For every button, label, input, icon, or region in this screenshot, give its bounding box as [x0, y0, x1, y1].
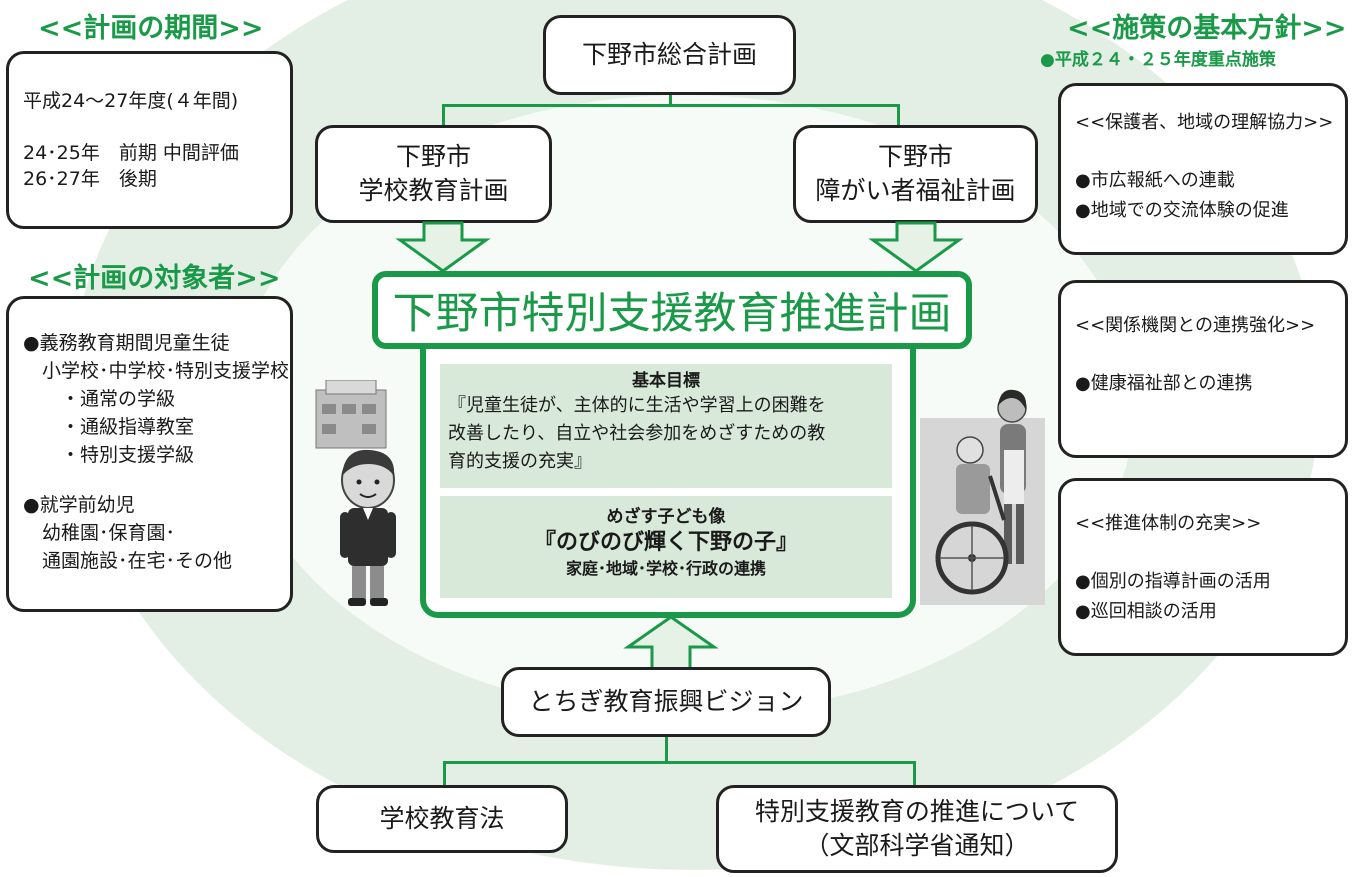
policy-title: <<関係機関との連携強化>>: [1075, 315, 1316, 336]
welfare-plan-line1: 下野市: [877, 142, 953, 171]
school-education-plan-box: 下野市 学校教育計画: [315, 125, 552, 223]
policy-spacer: [1075, 138, 1345, 166]
mext-notice-box: 特別支援教育の推進について （文部科学省通知）: [716, 785, 1118, 873]
wheelchair-icon: [935, 436, 1009, 595]
policy-box-understanding: <<保護者、地域の理解協力>> ●市広報紙への連載 ●地域での交流体験の促進: [1058, 83, 1348, 255]
target-heading: <<計画の対象者>>: [28, 263, 281, 294]
period-spacer: [23, 114, 290, 140]
general-plan-box: 下野市総合計画: [543, 15, 796, 95]
connector-line: [442, 104, 445, 127]
student-illustration: [315, 380, 396, 606]
general-plan-label: 下野市総合計画: [581, 40, 757, 69]
connector-line: [897, 104, 900, 127]
notice-line1: 特別支援教育の推進について: [754, 797, 1080, 826]
policy-box-cooperation: <<関係機関との連携強化>> ●健康福祉部との連携: [1058, 280, 1348, 458]
up-arrow: [623, 615, 719, 675]
connector-line: [443, 761, 446, 787]
child-image-motto: 『のびのび輝く下野の子』: [533, 530, 798, 555]
boy-icon: [340, 449, 396, 606]
welfare-plan-line2: 障がい者福祉計画: [815, 176, 1016, 205]
policy-subheading: ●平成２４・２５年度重点施策: [1040, 50, 1276, 70]
down-arrow-right: [868, 221, 964, 273]
period-box: 平成24～27年度(４年間) 24･25年 前期 中間評価 26･27年 後期: [6, 51, 293, 229]
connector-line: [913, 761, 916, 787]
period-line: 26･27年 後期: [23, 168, 157, 190]
target-line: ●就学前幼児: [23, 494, 135, 516]
policy-item: ●巡回相談の活用: [1075, 601, 1217, 622]
basic-goal-panel: 基本目標 『児童生徒が、主体的に生活や学習上の困難を 改善したり、自立や社会参加…: [440, 364, 892, 488]
caregiver-illustration: [920, 389, 1045, 605]
target-line: 小学校･中学校･特別支援学校: [23, 360, 290, 382]
policy-title: <<推進体制の充実>>: [1075, 513, 1262, 534]
policy-item: ●市広報紙への連載: [1075, 170, 1235, 191]
policy-title: <<保護者、地域の理解協力>>: [1075, 112, 1334, 133]
basic-goal-line: 『児童生徒が、主体的に生活や学習上の困難を: [448, 395, 826, 416]
tochigi-vision-label: とちぎ教育振興ビジョン: [528, 687, 804, 716]
policy-spacer: [1075, 341, 1345, 369]
policy-item: ●健康福祉部との連携: [1075, 373, 1253, 394]
notice-line2: （文部科学省通知）: [804, 831, 1030, 860]
caregiver-icon: [997, 389, 1027, 564]
policy-item: ●個別の指導計画の活用: [1075, 571, 1271, 592]
cooperation-text: 家庭･地域･学校･行政の連携: [565, 559, 766, 578]
connector-line: [669, 93, 672, 106]
target-line: ●義務教育期間児童生徒: [23, 332, 230, 354]
child-image-panel: めざす子ども像 『のびのび輝く下野の子』 家庭･地域･学校･行政の連携: [440, 496, 892, 598]
policy-spacer: [1075, 539, 1345, 567]
target-line: 幼稚園･保育園･: [23, 522, 176, 544]
school-law-label: 学校教育法: [379, 804, 505, 833]
target-line: 通園施設･在宅･その他: [23, 550, 233, 572]
policy-item: ●地域での交流体験の促進: [1075, 200, 1289, 221]
period-line: 平成24～27年度(４年間): [23, 90, 239, 112]
tochigi-vision-box: とちぎ教育振興ビジョン: [501, 667, 831, 737]
period-heading: <<計画の期間>>: [38, 13, 264, 44]
school-law-box: 学校教育法: [316, 785, 568, 853]
target-spacer: [23, 469, 290, 491]
policy-box-system: <<推進体制の充実>> ●個別の指導計画の活用 ●巡回相談の活用: [1058, 478, 1348, 656]
target-line: ・通常の学級: [23, 388, 176, 410]
basic-goal-label: 基本目標: [632, 371, 700, 391]
target-box: ●義務教育期間児童生徒 小学校･中学校･特別支援学校 ・通常の学級 ・通級指導教…: [6, 296, 293, 612]
basic-goal-line: 育的支援の充実』: [448, 451, 592, 472]
period-line: 24･25年 前期 中間評価: [23, 142, 239, 164]
school-building-icon: [315, 380, 387, 449]
basic-goal-line: 改善したり、自立や社会参加をめざすための教: [448, 423, 826, 444]
connector-line: [442, 104, 899, 107]
connector-line: [443, 761, 916, 764]
child-image-label: めざす子ども像: [606, 507, 726, 527]
down-arrow-left: [395, 221, 491, 273]
main-plan-title: 下野市特別支援教育推進計画: [392, 289, 952, 339]
target-line: ・特別支援学級: [23, 444, 195, 466]
welfare-plan-box: 下野市 障がい者福祉計画: [793, 125, 1038, 223]
school-plan-line2: 学校教育計画: [358, 176, 509, 205]
target-line: ・通級指導教室: [23, 416, 195, 438]
main-plan-title-box: 下野市特別支援教育推進計画: [372, 271, 972, 349]
connector-line: [665, 737, 668, 763]
school-plan-line1: 下野市: [395, 142, 471, 171]
policy-heading: <<施策の基本方針>>: [1067, 13, 1347, 44]
